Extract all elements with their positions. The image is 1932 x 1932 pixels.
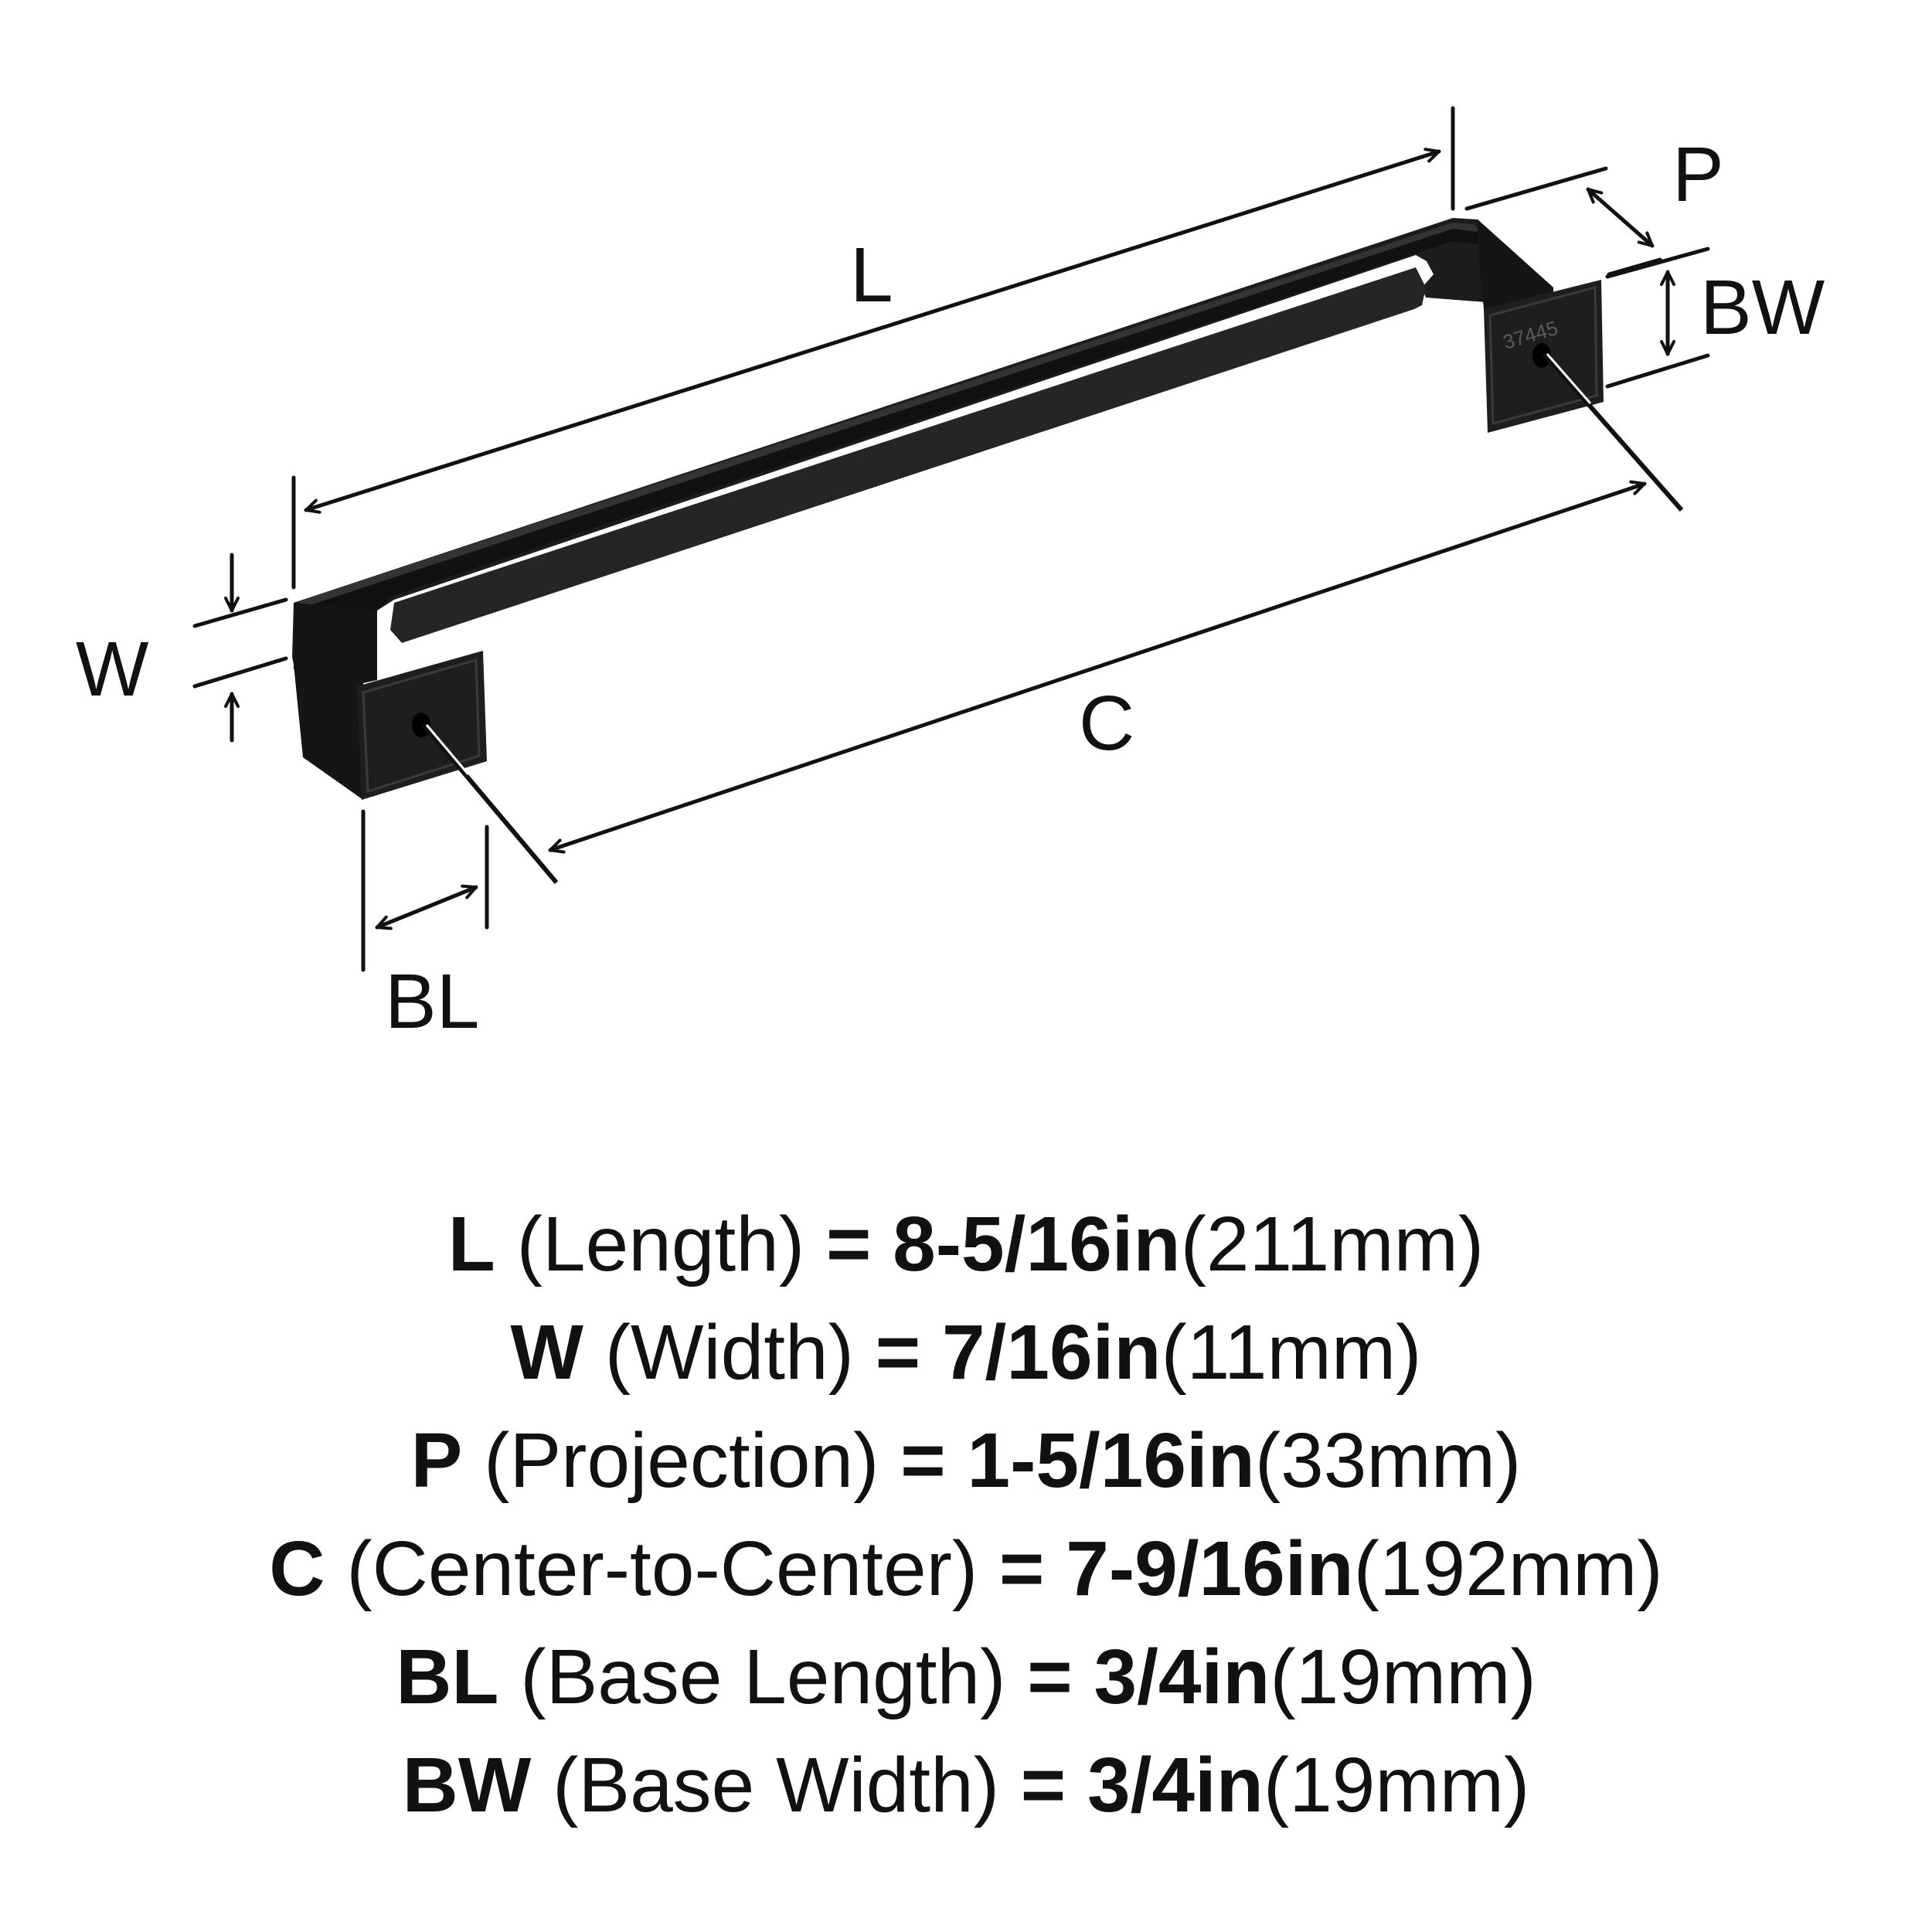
- spec-name: (Base Width): [553, 1742, 999, 1828]
- bw-extension-bottom: [1605, 353, 1710, 389]
- spec-equals: =: [999, 1526, 1045, 1612]
- left-screw: [421, 723, 559, 884]
- spec-row-base-length: BL (Base Length) = 3/4in(19mm): [0, 1623, 1932, 1731]
- label-p: P: [1672, 131, 1724, 218]
- mounting-screws: [421, 352, 1684, 884]
- l-dimension-arrow: [304, 148, 1441, 514]
- spec-equals: =: [900, 1417, 946, 1504]
- spec-metric-value: (33mm): [1254, 1417, 1522, 1504]
- spec-imperial-value: 3/4in: [1087, 1742, 1264, 1828]
- spec-name: (Width): [604, 1309, 854, 1396]
- label-l: L: [850, 232, 893, 318]
- label-w: W: [76, 626, 149, 713]
- spec-name: (Length): [516, 1201, 805, 1287]
- spec-metric-value: (19mm): [1270, 1634, 1536, 1720]
- spec-metric-value: (211mm): [1180, 1201, 1485, 1287]
- spec-metric-value: (19mm): [1263, 1742, 1530, 1828]
- bw-extension-top: [1605, 247, 1710, 279]
- p-dimension-arrow: [1586, 187, 1655, 248]
- spec-name: (Projection): [484, 1417, 879, 1504]
- handle-left-base-border: [362, 658, 481, 794]
- spec-name: (Center-to-Center): [346, 1526, 978, 1612]
- spec-symbol: L: [447, 1201, 495, 1287]
- spec-row-center-to-center: C (Center-to-Center) = 7-9/16in(192mm): [0, 1515, 1932, 1623]
- spec-imperial-value: 7/16in: [941, 1309, 1162, 1396]
- label-bl: BL: [385, 958, 479, 1045]
- handle-bar-recess: [390, 267, 1426, 643]
- w-extension-bottom: [192, 656, 288, 689]
- dimension-specs-list: L (Length) = 8-5/16in(211mm) W (Width) =…: [0, 1190, 1932, 1839]
- spec-symbol: BW: [402, 1742, 532, 1828]
- spec-imperial-value: 3/4in: [1094, 1634, 1270, 1720]
- handle-left-leg: [294, 603, 377, 800]
- spec-symbol: BL: [396, 1634, 499, 1720]
- spec-name: (Base Length): [520, 1634, 1006, 1720]
- spec-symbol: W: [510, 1309, 583, 1396]
- spec-imperial-value: 1-5/16in: [967, 1417, 1255, 1504]
- spec-equals: =: [1027, 1634, 1073, 1720]
- spec-metric-value: (192mm): [1353, 1526, 1663, 1612]
- spec-symbol: P: [410, 1417, 463, 1504]
- dimension-lines: [192, 106, 1710, 972]
- bl-dimension-arrow: [375, 884, 478, 930]
- spec-equals: =: [825, 1201, 872, 1287]
- p-extension-top: [1464, 166, 1608, 211]
- spec-equals: =: [875, 1309, 921, 1396]
- right-screw-shine: [1546, 353, 1592, 404]
- spec-row-length: L (Length) = 8-5/16in(211mm): [0, 1190, 1932, 1298]
- c-dimension-arrow: [548, 480, 1647, 854]
- handle-dimension-diagram: 37445 L P BW W C: [76, 106, 1825, 1045]
- spec-equals: =: [1020, 1742, 1066, 1828]
- right-screw: [1542, 352, 1684, 512]
- spec-metric-value: (11mm): [1161, 1309, 1422, 1396]
- w-extension-top: [192, 597, 288, 628]
- spec-imperial-value: 7-9/16in: [1066, 1526, 1354, 1612]
- left-screw-shine: [425, 724, 470, 775]
- label-c: C: [1079, 680, 1134, 767]
- handle-right-leg: [1478, 219, 1553, 309]
- spec-imperial-value: 8-5/16in: [893, 1201, 1181, 1287]
- spec-row-base-width: BW (Base Width) = 3/4in(19mm): [0, 1731, 1932, 1839]
- spec-symbol: C: [269, 1526, 325, 1612]
- handle-right-screw-hole: [1532, 343, 1551, 368]
- spec-row-width: W (Width) = 7/16in(11mm): [0, 1298, 1932, 1406]
- handle-right-base-border: [1488, 286, 1598, 425]
- label-bw: BW: [1700, 264, 1825, 351]
- spec-row-projection: P (Projection) = 1-5/16in(33mm): [0, 1406, 1932, 1515]
